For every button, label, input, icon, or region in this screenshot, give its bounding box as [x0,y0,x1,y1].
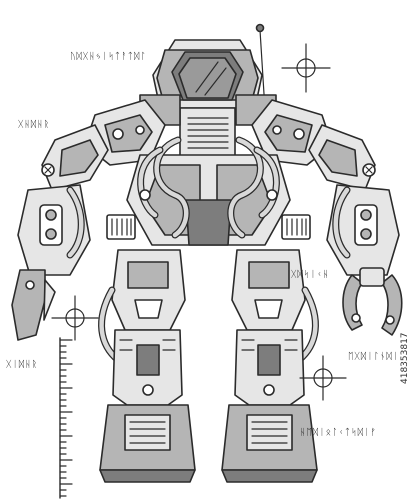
left-leg [98,249,196,483]
label-bottom-right: ᚺᛖᛞᛁᛟᛚᚲᛏᛋᛞᛁᚠ [300,428,377,438]
chest-core [185,199,232,246]
label-right: ᛖᚷᛞᛁᛚᚾᛞᛁ [348,352,400,362]
right-leg [221,249,319,483]
stock-id-watermark: 418353817 [400,332,410,384]
torso [106,136,311,246]
measuring-ruler [59,337,73,499]
label-mid-right: ᚷᛞᛋᛁᚲᚺ [291,270,330,280]
left-arm [11,124,109,341]
crosshair-right [299,355,347,401]
crosshair-top-right [281,43,331,93]
label-lower-left: ᚷᛁᛞᚺᚱ [6,360,39,370]
crosshair-left [51,295,99,341]
label-upper-left: ᚷᚺᛞᚺᚱ [18,120,51,130]
right-claw [342,267,403,336]
cockpit-visor [178,57,237,99]
left-claw [11,269,46,341]
label-top: ᚢᛞᚷᚺᛃᛁᛋᛏᚨᛏᛞᛚ [70,52,147,62]
right-arm [308,124,403,336]
